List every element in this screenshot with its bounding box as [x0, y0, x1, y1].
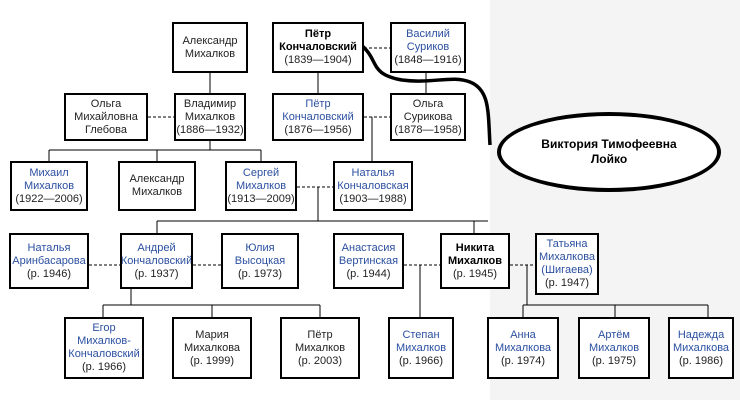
person-name: Ольга Михайловна Глебова: [74, 97, 138, 136]
person-name: Татьяна Михалкова (Шигаева): [538, 238, 596, 276]
callout-bubble: Виктория Тимофеевна Лойко: [497, 112, 721, 192]
person-card[interactable]: Пётр Кончаловский(1839—1904): [272, 22, 364, 73]
person-dates: (р. 1946): [26, 267, 72, 280]
person-dates: (р. 1974): [500, 354, 546, 367]
person-dates: (р. 1986): [678, 354, 724, 367]
person-name: Анастасия Вертинская: [338, 241, 399, 267]
descent-lines: [48, 73, 709, 317]
person-name: Пётр Михалков: [294, 328, 346, 354]
person-card[interactable]: Ольга Михайловна Глебова: [64, 93, 148, 141]
person-name: Степан Михалков: [395, 328, 447, 354]
person-dates: (р. 1947): [544, 277, 590, 289]
person-card[interactable]: Артём Михалков(р. 1975): [578, 317, 650, 379]
person-dates: (р. 1975): [591, 354, 637, 367]
person-dates: (1886—1932): [176, 123, 244, 136]
person-card[interactable]: Александр Михалков: [118, 161, 196, 211]
person-name: Артём Михалков: [588, 328, 640, 354]
person-dates: (р. 1937): [134, 267, 179, 280]
person-card[interactable]: Пётр Кончаловский(1876—1956): [272, 93, 364, 141]
person-name: Михаил Михалков: [23, 166, 75, 192]
person-dates: (р. 1944): [346, 267, 391, 280]
person-card[interactable]: Мария Михалкова(р. 1999): [172, 317, 252, 379]
person-name: Александр Михалков: [182, 34, 238, 60]
person-card[interactable]: Наталья Аринбасарова(р. 1946): [9, 233, 89, 289]
person-dates: (р. 2003): [297, 354, 343, 367]
person-card[interactable]: Ольга Сурикова(1878—1958): [390, 93, 466, 141]
person-dates: (1913—2009): [227, 192, 295, 205]
person-card[interactable]: Андрей Кончаловский(р. 1937): [120, 233, 193, 289]
person-card[interactable]: Анна Михалкова(р. 1974): [487, 317, 559, 379]
person-dates: (р. 1966): [398, 354, 444, 367]
callout-text: Виктория Тимофеевна Лойко: [541, 137, 677, 166]
person-name: Наталья Аринбасарова: [12, 241, 86, 267]
person-name: Мария Михалкова: [183, 328, 241, 354]
person-dates: (р. 1945): [452, 267, 498, 280]
person-name: Владимир Михалков: [183, 97, 237, 123]
person-name: Пётр Кончаловский: [279, 28, 357, 53]
person-card[interactable]: Александр Михалков: [172, 22, 248, 73]
person-card[interactable]: Егор Михалков- Кончаловский(р. 1966): [64, 317, 144, 379]
person-dates: (р. 1973): [237, 267, 283, 280]
person-dates: (1903—1988): [339, 192, 407, 205]
person-dates: (р. 1999): [189, 354, 235, 367]
person-name: Никита Михалков: [448, 241, 502, 267]
person-dates: (1839—1904): [284, 54, 352, 66]
person-name: Василий Суриков: [406, 28, 450, 53]
person-card[interactable]: Татьяна Михалкова (Шигаева)(р. 1947): [535, 233, 599, 295]
person-name: Сергей Михалков: [235, 166, 287, 192]
person-card[interactable]: Михаил Михалков(1922—2006): [10, 161, 88, 211]
person-dates: (р. 1966): [81, 361, 127, 373]
person-name: Егор Михалков- Кончаловский: [68, 322, 140, 360]
person-name: Пётр Кончаловский: [282, 97, 354, 123]
person-dates: (1848—1916): [394, 54, 462, 66]
person-card[interactable]: Василий Суриков(1848—1916): [390, 22, 466, 73]
person-card[interactable]: Никита Михалков(р. 1945): [440, 233, 510, 289]
person-name: Андрей Кончаловский: [120, 241, 193, 267]
person-card[interactable]: Наталья Кончаловская(1903—1988): [333, 161, 413, 211]
person-card[interactable]: Сергей Михалков(1913—2009): [225, 161, 297, 211]
person-dates: (1922—2006): [15, 192, 83, 205]
person-name: Надежда Михалкова: [672, 328, 730, 354]
person-dates: (1878—1958): [394, 123, 462, 136]
person-name: Анна Михалкова: [494, 328, 552, 354]
person-card[interactable]: Юлия Высоцкая(р. 1973): [221, 233, 299, 289]
person-name: Ольга Сурикова: [403, 97, 453, 123]
marriage-lines: [89, 47, 535, 266]
person-card[interactable]: Владимир Михалков(1886—1932): [174, 93, 246, 141]
person-name: Наталья Кончаловская: [337, 166, 409, 192]
person-card[interactable]: Степан Михалков(р. 1966): [388, 317, 454, 379]
callout-pointer: [358, 42, 492, 146]
person-name: Юлия Высоцкая: [234, 241, 286, 267]
person-card[interactable]: Пётр Михалков(р. 2003): [280, 317, 360, 379]
person-card[interactable]: Надежда Михалкова(р. 1986): [668, 317, 734, 379]
person-card[interactable]: Анастасия Вертинская(р. 1944): [333, 233, 404, 289]
person-name: Александр Михалков: [129, 173, 185, 198]
person-dates: (1876—1956): [284, 123, 352, 136]
